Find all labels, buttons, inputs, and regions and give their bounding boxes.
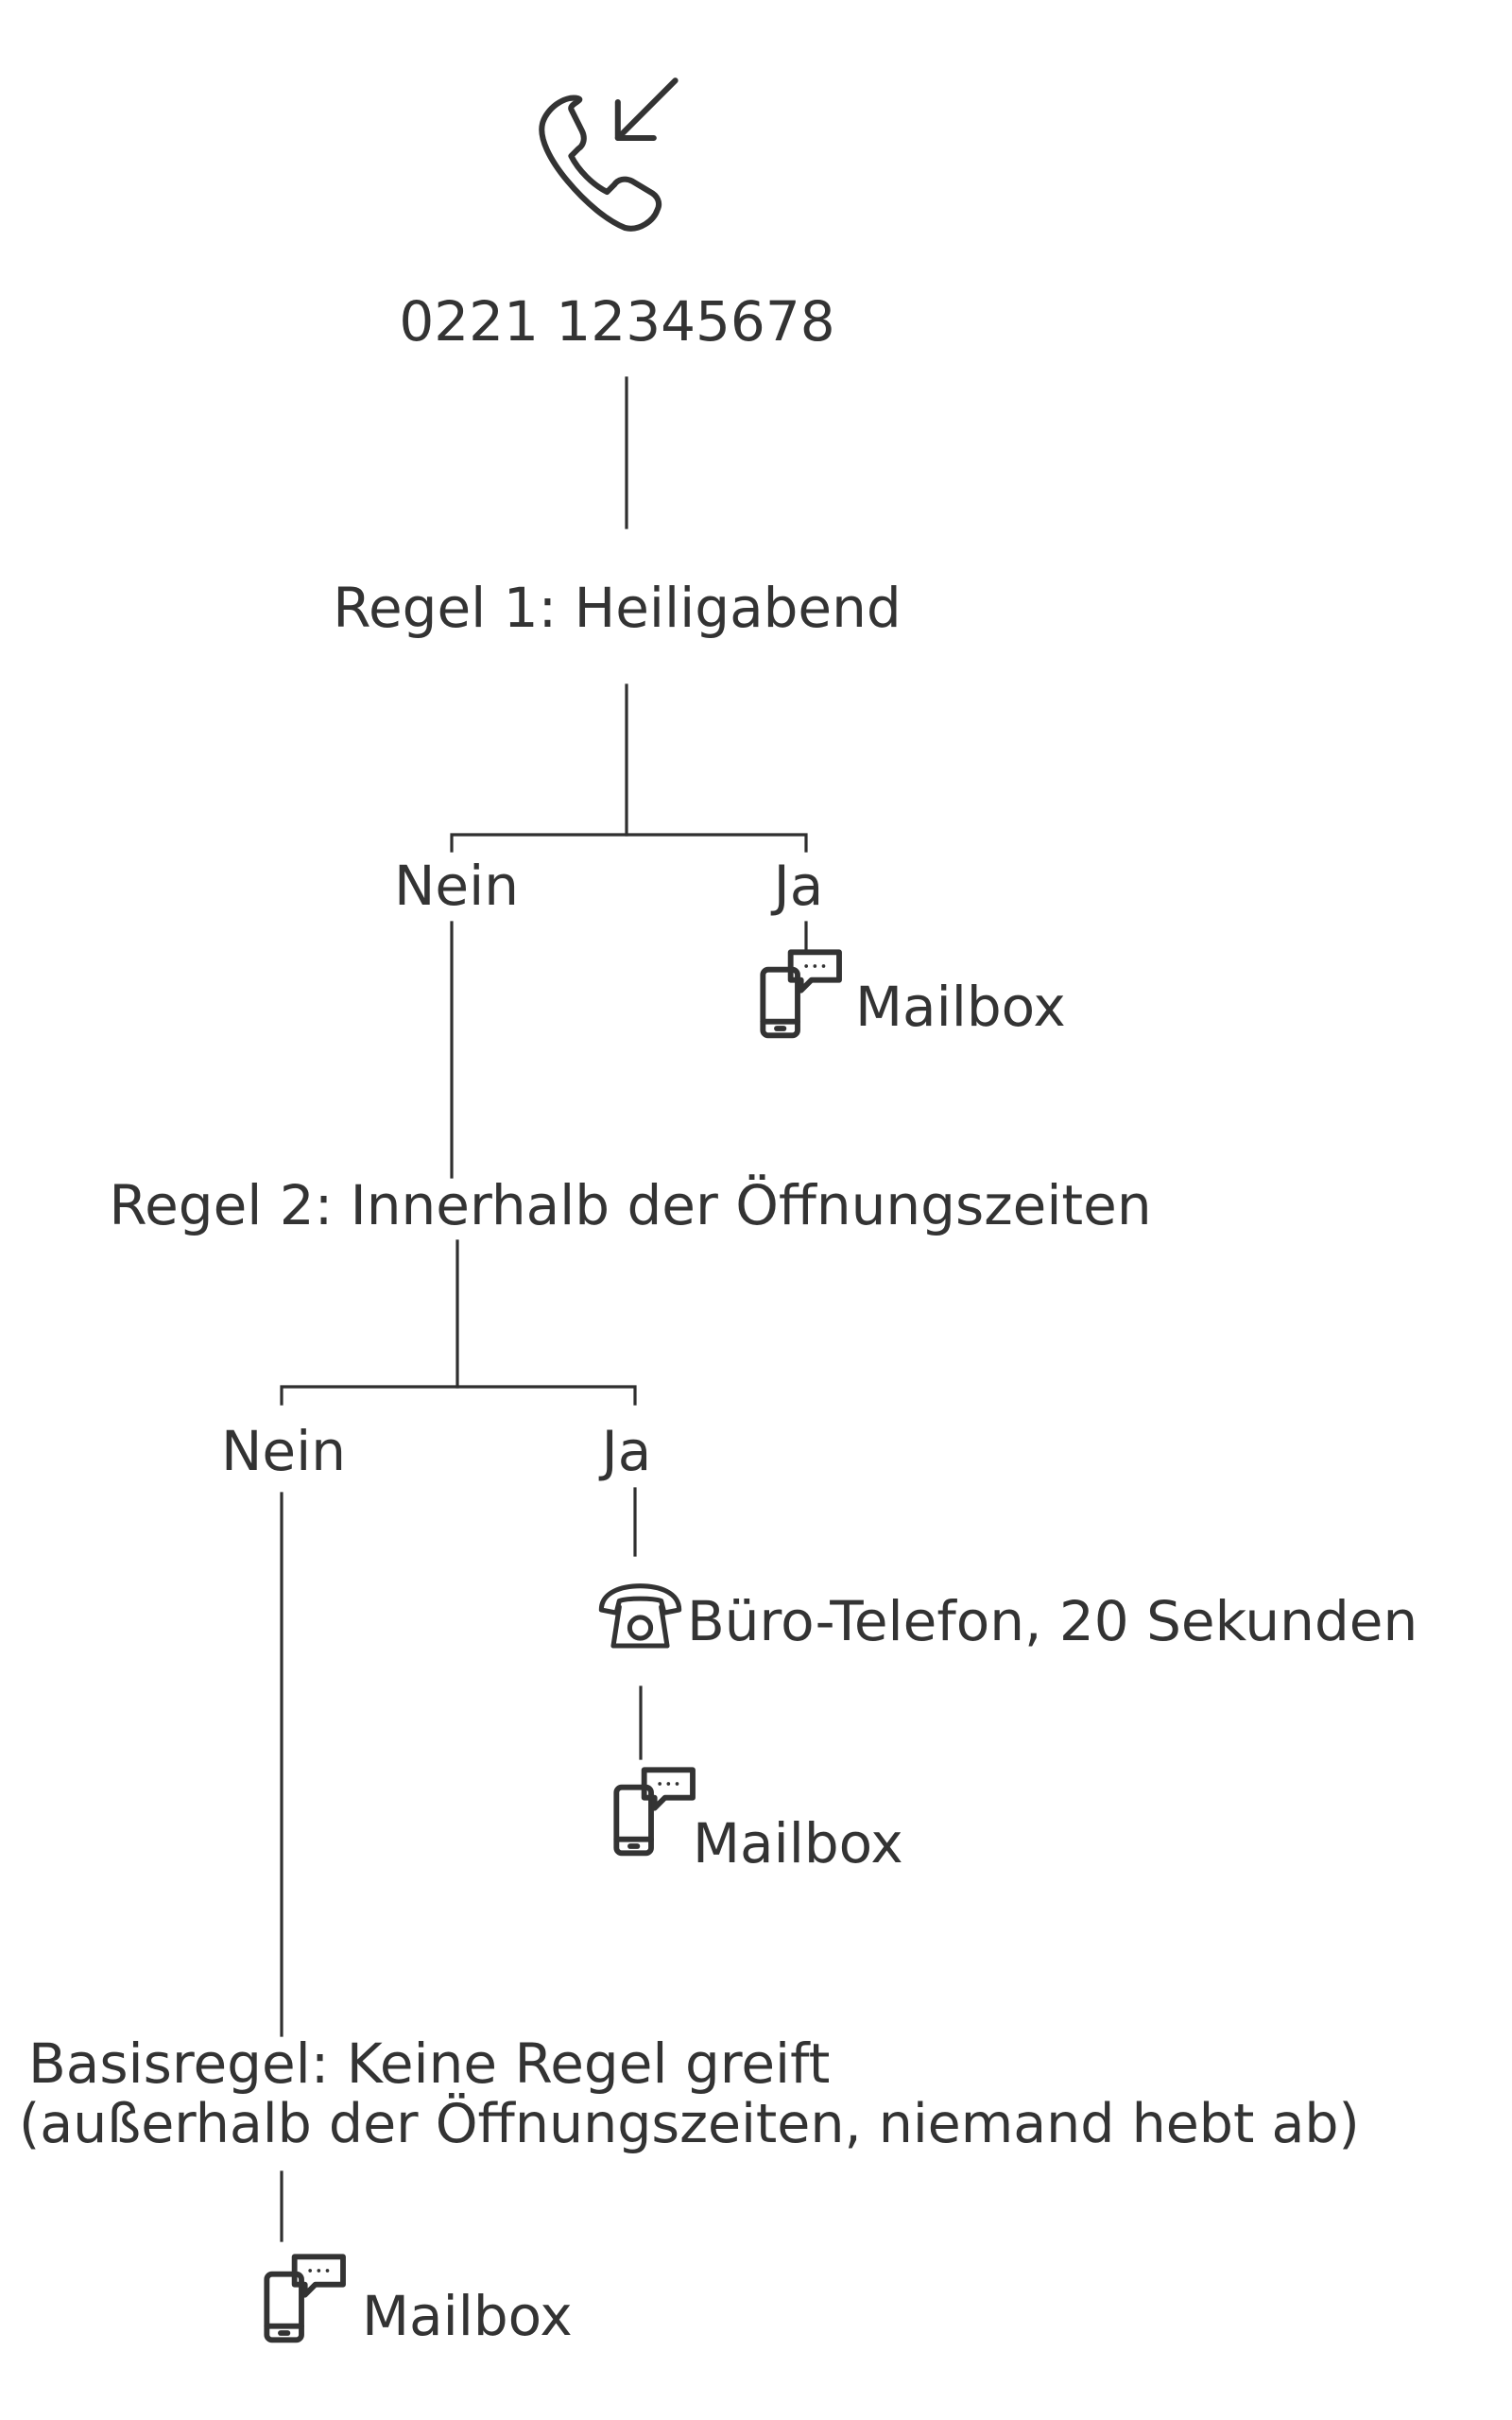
rule1-no-label: Nein (394, 854, 519, 918)
base-rule-target: Mailbox (362, 2284, 573, 2348)
mailbox-phone-icon (613, 1767, 696, 1857)
rule2-yes-phone: Büro-Telefon, 20 Sekunden (687, 1589, 1418, 1653)
rule1-title: Regel 1: Heiligabend (333, 576, 902, 640)
base-rule-title-line2: (außerhalb der Öffnungszeiten, niemand h… (19, 2093, 1360, 2155)
base-rule-title-line1: Basisregel: Keine Regel greift (28, 2031, 831, 2096)
mailbox-phone-icon (264, 2254, 346, 2343)
line-rule1-branch (450, 833, 808, 853)
incoming-number: 0221 12345678 (399, 289, 835, 354)
rule2-no-label: Nein (221, 1419, 346, 1483)
incoming-call-icon (539, 78, 679, 232)
rule2-yes-fallback: Mailbox (693, 1811, 903, 1876)
rule2-yes-label: Ja (601, 1419, 652, 1483)
desk-phone-icon (598, 1583, 682, 1649)
rule1-yes-label: Ja (773, 854, 824, 918)
rule1-yes-target: Mailbox (855, 975, 1066, 1039)
line-rule2-branch (280, 1385, 637, 1406)
rule2-title: Regel 2: Innerhalb der Öffnungszeiten (109, 1173, 1152, 1237)
mailbox-phone-icon (760, 949, 842, 1039)
